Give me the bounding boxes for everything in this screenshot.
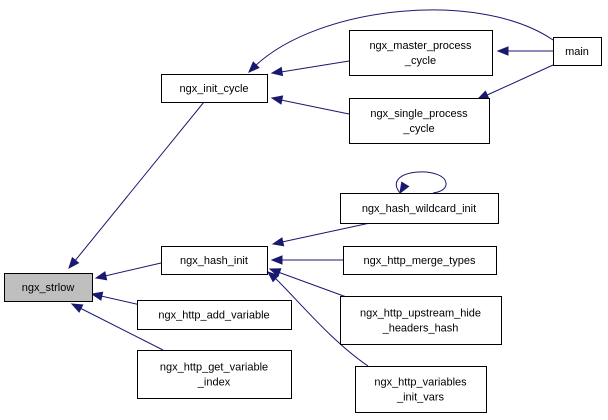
arrowhead: [266, 271, 280, 283]
edge-ngx_hash_wildcard_init-to-ngx_hash_wildcard_init: [396, 171, 447, 195]
node-box[interactable]: [4, 273, 93, 302]
edge-ngx_hash_init-to-ngx_strlow: [94, 262, 162, 281]
arrowhead: [476, 90, 490, 100]
node-ngx-single-process-cycle[interactable]: ngx_single_process _cycle: [349, 98, 490, 144]
node-label-line: ngx_single_process: [370, 108, 468, 120]
edges-layer: [68, 9, 554, 367]
node-label-line: main: [565, 46, 589, 58]
node-label-line: ngx_http_get_variable: [160, 362, 268, 374]
node-main[interactable]: main: [553, 37, 602, 66]
arrowhead: [70, 303, 84, 313]
edge-line: [104, 262, 162, 277]
node-label-line: _index: [197, 377, 231, 389]
edge-main-to-ngx_master_process_cycle: [496, 46, 553, 56]
arrowhead: [94, 271, 108, 281]
node-box[interactable]: [161, 246, 268, 275]
node-label-line: ngx_init_cycle: [179, 83, 248, 95]
edge-ngx_single_process_cycle-to-ngx_init_cycle: [270, 95, 350, 115]
edge-line: [254, 9, 554, 67]
node-box[interactable]: [137, 300, 292, 330]
edge-main-to-ngx_init_cycle: [248, 9, 554, 73]
arrowhead: [270, 66, 284, 77]
node-label-line: ngx_hash_wildcard_init: [362, 203, 476, 215]
node-label-line: ngx_http_variables: [374, 377, 467, 389]
arrowhead: [268, 268, 282, 278]
node-box[interactable]: [349, 30, 493, 76]
edge-line: [396, 171, 447, 194]
arrowhead: [68, 256, 80, 270]
arrowhead: [270, 95, 284, 105]
node-ngx-http-merge-types[interactable]: ngx_http_merge_types: [343, 246, 497, 275]
node-label-line: ngx_hash_init: [180, 255, 248, 267]
edge-line: [273, 276, 369, 367]
edge-line: [281, 222, 371, 243]
node-box[interactable]: [161, 74, 268, 103]
arrowhead: [248, 61, 260, 73]
node-label-line: ngx_strlow: [22, 282, 75, 294]
node-ngx-hash-init[interactable]: ngx_hash_init: [161, 246, 268, 275]
node-box[interactable]: [137, 350, 292, 399]
edge-ngx_http_variables_init_vars-to-ngx_hash_init: [266, 271, 369, 367]
node-label-line: ngx_http_merge_types: [364, 255, 476, 267]
edge-ngx_http_merge_types-to-ngx_hash_init: [270, 255, 343, 265]
node-ngx-master-process-cycle[interactable]: ngx_master_process _cycle: [349, 30, 493, 76]
arrowhead: [399, 181, 410, 195]
node-ngx-strlow[interactable]: ngx_strlow: [4, 273, 93, 302]
node-ngx-hash-wildcard-init[interactable]: ngx_hash_wildcard_init: [340, 193, 499, 224]
node-box[interactable]: [340, 193, 499, 224]
node-label-line: _init_vars: [396, 392, 445, 404]
edge-ngx_master_process_cycle-to-ngx_init_cycle: [270, 60, 350, 77]
edge-line: [484, 64, 554, 97]
edge-ngx_http_get_variable_index-to-ngx_strlow: [70, 303, 164, 351]
node-label-line: _cycle: [404, 55, 436, 67]
node-ngx-http-upstream-hide-headers-hash[interactable]: ngx_http_upstream_hide _headers_hash: [340, 296, 502, 345]
node-label-line: _cycle: [402, 123, 434, 135]
node-box[interactable]: [340, 296, 502, 345]
arrowhead: [90, 291, 104, 301]
edge-ngx_hash_wildcard_init-to-ngx_hash_init: [271, 222, 371, 247]
node-box[interactable]: [343, 246, 497, 275]
edge-line: [280, 60, 350, 73]
edge-ngx_init_cycle-to-ngx_strlow: [68, 101, 205, 270]
arrowhead: [271, 237, 285, 247]
arrowhead: [496, 46, 509, 56]
node-label-line: ngx_http_upstream_hide: [360, 308, 481, 320]
node-ngx-http-get-variable-index[interactable]: ngx_http_get_variable _index: [137, 350, 292, 399]
edge-line: [73, 101, 205, 263]
node-box[interactable]: [553, 37, 602, 66]
node-ngx-http-variables-init-vars[interactable]: ngx_http_variables _init_vars: [355, 366, 487, 413]
node-label-line: ngx_master_process: [369, 40, 472, 52]
node-ngx-http-add-variable[interactable]: ngx_http_add_variable: [137, 300, 292, 330]
node-box[interactable]: [349, 98, 490, 144]
node-label-line: _headers_hash: [382, 323, 459, 335]
nodes-layer: ngx_strlow ngx_init_cycle ngx_master_proce…: [4, 30, 602, 413]
arrowhead: [270, 255, 283, 265]
edge-line: [280, 99, 350, 115]
node-box[interactable]: [355, 366, 487, 413]
node-ngx-init-cycle[interactable]: ngx_init_cycle: [161, 74, 268, 103]
node-label-line: ngx_http_add_variable: [158, 310, 269, 322]
edge-line: [79, 307, 164, 351]
